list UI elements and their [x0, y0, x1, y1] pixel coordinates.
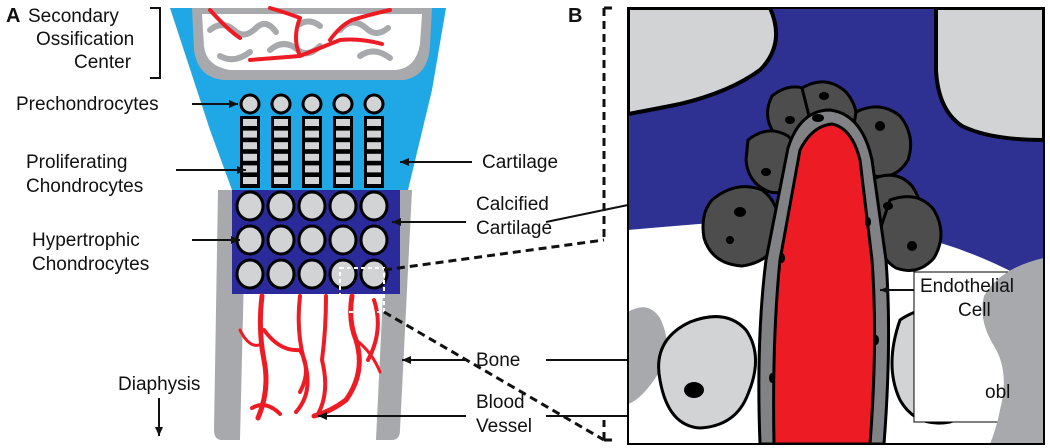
hypertrophic-chondrocyte: [266, 224, 296, 256]
hypertrophic-chondrocyte: [359, 224, 389, 256]
proliferating-chondrocyte: [336, 153, 350, 161]
proliferating-chondrocyte: [305, 177, 319, 184]
label-prechondrocytes: Prechondrocytes: [16, 94, 159, 115]
proliferating-chondrocyte-columns: [240, 116, 384, 188]
prechondrocyte: [270, 93, 292, 115]
label-calcified-2: Cartilage: [476, 218, 552, 239]
panel-a: A: [6, 5, 558, 440]
proliferating-chondrocyte: [243, 142, 257, 150]
proliferating-chondrocyte: [336, 165, 350, 173]
pointer-lines-to-b: [545, 204, 629, 417]
label-secondary-3: Center: [74, 52, 132, 73]
hypertrophic-chondrocyte: [297, 258, 327, 290]
proliferating-chondrocyte: [243, 130, 257, 138]
label-diaphysis: Diaphysis: [118, 374, 200, 395]
proliferating-chondrocyte: [274, 130, 288, 138]
prechondrocyte: [363, 93, 385, 115]
label-secondary-1: Secondary: [28, 6, 119, 27]
hypertrophic-chondrocyte: [266, 190, 296, 222]
hypertrophic-chondrocyte: [235, 258, 265, 290]
panel-a-label: A: [6, 5, 20, 27]
label-blood-2: Vessel: [476, 416, 532, 437]
proliferating-chondrocyte: [305, 130, 319, 138]
hypertrophic-chondrocyte: [328, 190, 358, 222]
label-cartilage: Cartilage: [482, 152, 558, 173]
prechondrocyte: [301, 93, 323, 115]
label-endothelial-1: Endothelial: [920, 276, 1014, 297]
label-osteoblast-partial: obl: [985, 382, 1010, 403]
proliferating-chondrocyte: [367, 119, 381, 126]
hypertrophic-chondrocyte: [328, 224, 358, 256]
b-bone-left: [628, 307, 667, 404]
proliferating-chondrocyte: [336, 142, 350, 150]
proliferating-chondrocyte: [336, 177, 350, 184]
b-dark-cell-nuclei: [726, 92, 917, 251]
proliferating-chondrocyte: [274, 119, 288, 126]
secondary-ossification-center: [192, 6, 432, 80]
proliferating-chondrocyte: [336, 119, 350, 126]
label-proliferating-1: Proliferating: [26, 152, 127, 173]
zoom-connector-lines: [383, 6, 614, 442]
secondary-ossification-bracket: [150, 7, 161, 79]
hypertrophic-chondrocyte: [297, 190, 327, 222]
proliferating-chondrocyte: [243, 153, 257, 161]
b-cartilage-left: [628, 8, 778, 117]
proliferating-chondrocyte: [305, 153, 319, 161]
hypertrophic-chondrocyte: [328, 258, 358, 290]
hypertrophic-chondrocyte: [359, 190, 389, 222]
proliferating-chondrocyte: [367, 142, 381, 150]
prechondrocyte: [332, 93, 354, 115]
proliferating-chondrocyte: [274, 153, 288, 161]
prechondrocyte-row: [239, 93, 385, 115]
hypertrophic-chondrocyte: [297, 224, 327, 256]
proliferating-chondrocyte: [274, 177, 288, 184]
panel-b-label: B: [568, 5, 582, 27]
b-blood-vessel: [772, 122, 877, 444]
b-osteoblast-left: [657, 315, 758, 430]
proliferating-chondrocyte: [367, 177, 381, 184]
label-hypertrophic-1: Hypertrophic: [32, 230, 140, 251]
proliferating-chondrocyte: [367, 153, 381, 161]
label-blood-1: Blood: [476, 392, 525, 413]
proliferating-chondrocyte: [274, 142, 288, 150]
panel-b-frame: [627, 7, 1045, 445]
proliferating-chondrocyte: [274, 165, 288, 173]
hypertrophic-chondrocyte: [359, 258, 389, 290]
hypertrophic-chondrocyte: [235, 224, 265, 256]
label-endothelial-2: Cell: [958, 300, 991, 321]
label-calcified-1: Calcified: [476, 194, 549, 215]
proliferating-chondrocyte: [336, 130, 350, 138]
zoom-region-box: [339, 267, 385, 313]
proliferating-chondrocyte: [305, 165, 319, 173]
hypertrophic-chondrocyte: [235, 190, 265, 222]
label-hypertrophic-2: Chondrocytes: [32, 254, 149, 275]
hypertrophic-chondrocyte: [266, 258, 296, 290]
proliferating-chondrocyte: [305, 142, 319, 150]
label-secondary-2: Ossification: [36, 29, 134, 50]
panel-b: B: [568, 5, 1045, 445]
proliferating-chondrocyte: [243, 119, 257, 126]
label-bone: Bone: [476, 350, 520, 371]
hypertrophic-chondrocytes: [235, 190, 389, 290]
proliferating-chondrocyte: [243, 165, 257, 173]
diaphysis-blood-vessels: [238, 293, 382, 421]
proliferating-chondrocyte: [367, 165, 381, 173]
label-proliferating-2: Chondrocytes: [26, 176, 143, 197]
proliferating-chondrocyte: [243, 177, 257, 184]
b-cartilage-right: [934, 8, 1044, 143]
prechondrocyte: [239, 93, 261, 115]
b-endothelial-nuclei: [769, 114, 879, 383]
proliferating-chondrocyte: [305, 119, 319, 126]
proliferating-chondrocyte: [367, 130, 381, 138]
